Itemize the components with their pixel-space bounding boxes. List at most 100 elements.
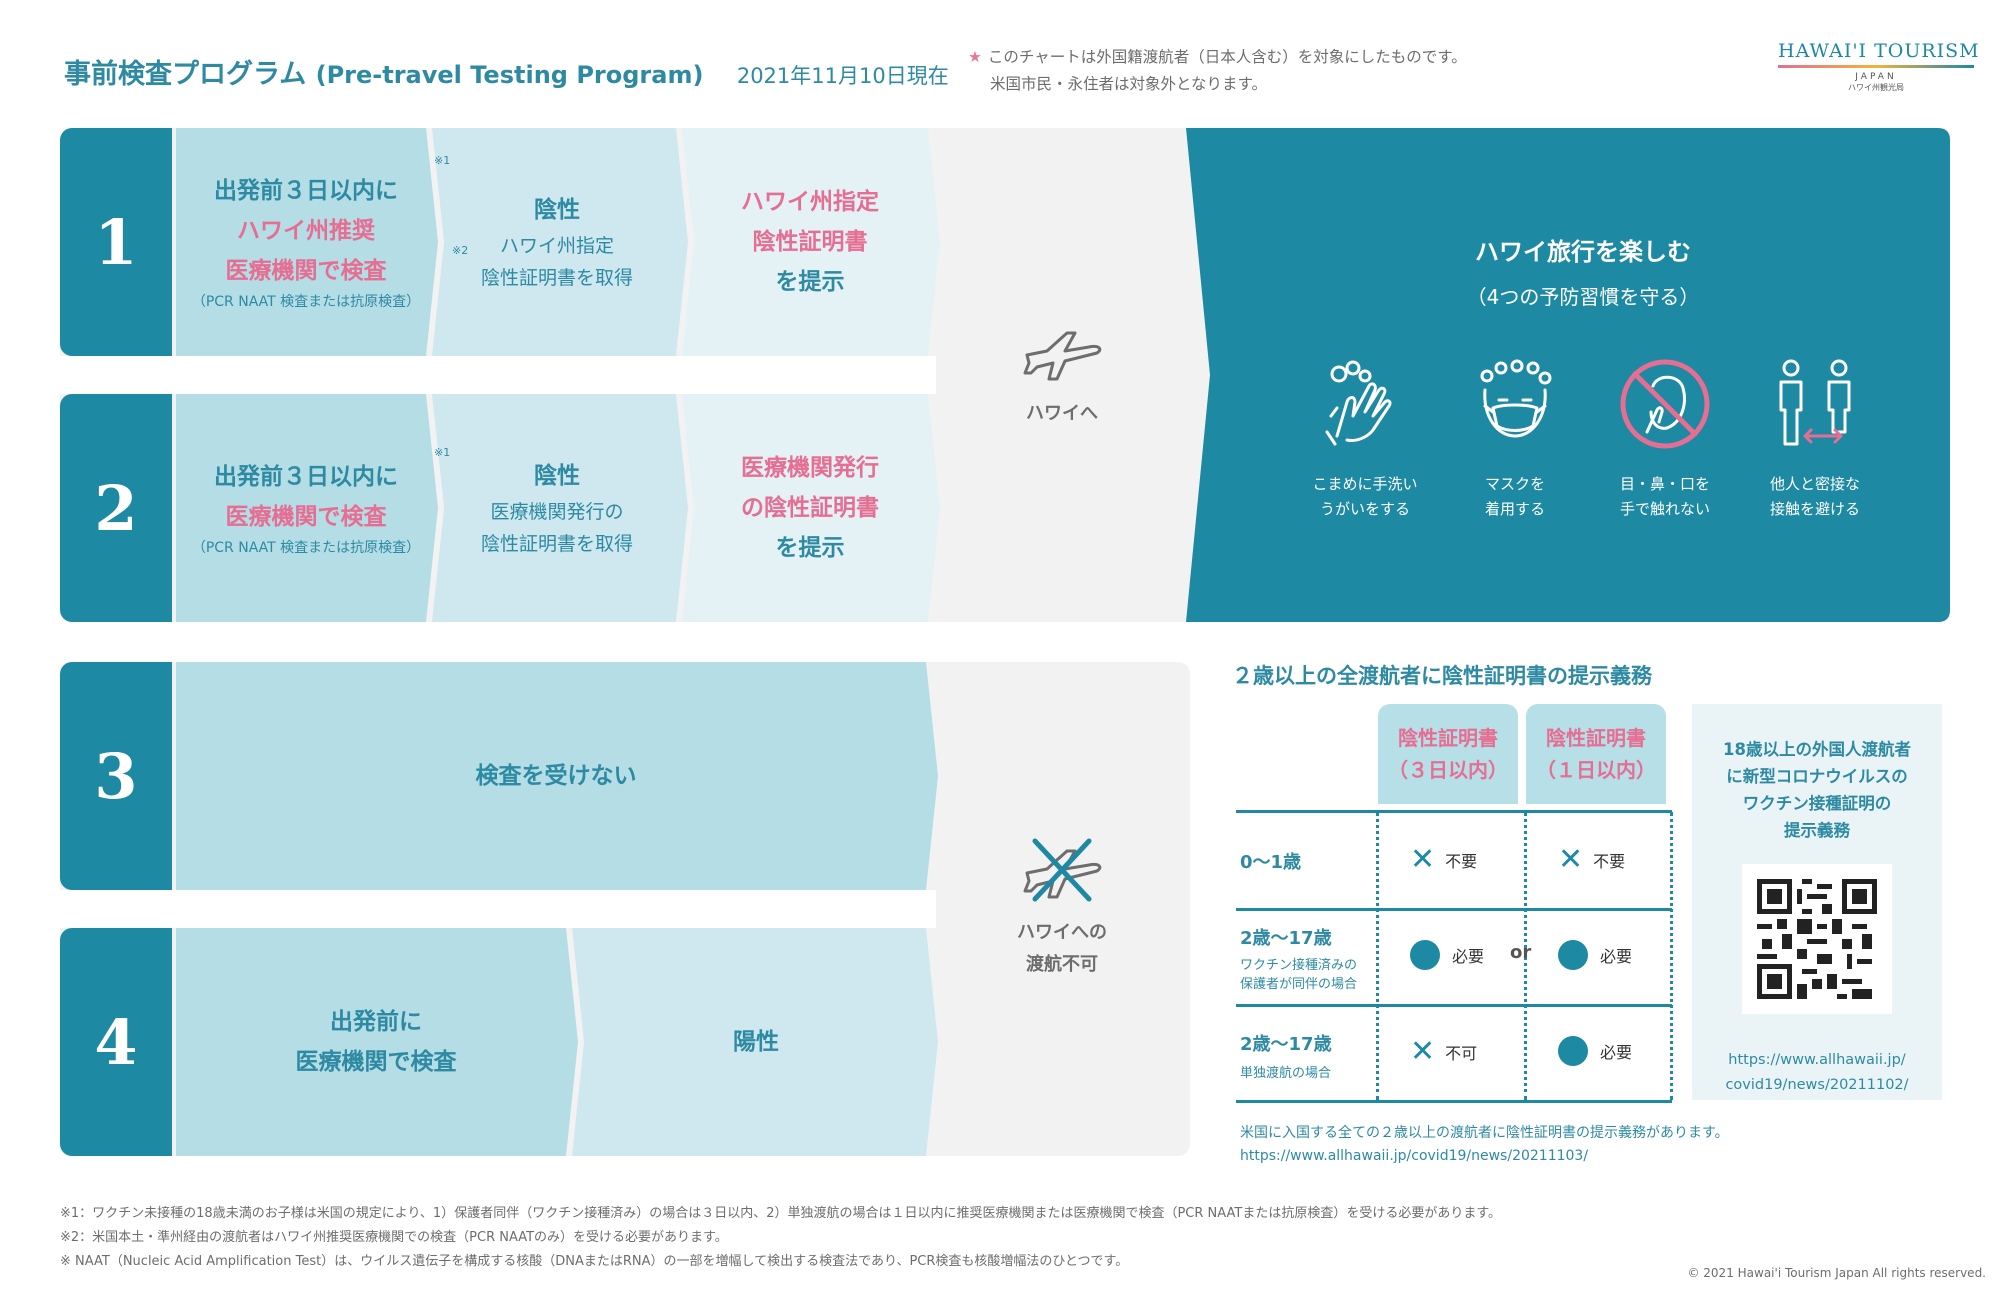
req-status: 不要 — [1593, 852, 1626, 871]
habit-label: 手で触れない — [1619, 500, 1710, 518]
vaccine-url[interactable]: https://www.allhawaii.jp/ — [1728, 1052, 1906, 1068]
req-cell: ✕ 不要 — [1558, 845, 1626, 875]
req-header-1day: 陰性証明書 （１日以内） — [1526, 704, 1666, 804]
table-divider — [1376, 812, 1379, 1100]
habit-handwash: こまめに手洗い うがいをする — [1290, 356, 1440, 522]
habit-label: 他人と密接な — [1769, 475, 1860, 493]
req-cell: ✕ 不可 — [1410, 1034, 1477, 1069]
table-line — [1236, 810, 1672, 813]
note-text: 米国に入国する全ての２歳以上の渡航者に陰性証明書の提示義務があります。 — [1240, 1125, 1729, 1141]
stage-text: 出発前３日以内に — [214, 178, 398, 204]
stage-text: 出発前に — [330, 1009, 422, 1035]
note-link[interactable]: https://www.allhawaii.jp/covid19/news/20… — [1240, 1148, 1589, 1164]
req-cell: ✕ 不要 — [1410, 842, 1478, 877]
star-icon: ★ — [968, 48, 982, 66]
row-3-chevron — [176, 662, 938, 890]
header-line: 陰性証明書 — [1546, 726, 1646, 750]
title-ja: 事前検査プログラム — [64, 59, 307, 90]
stage-text: を提示 — [775, 535, 845, 561]
age-sub: 単独渡航の場合 — [1240, 1066, 1332, 1081]
row-1-chevrons — [176, 128, 940, 356]
stage-highlight: 医療機関で検査 — [225, 504, 387, 530]
stage-highlight: 医療機関発行 — [741, 455, 879, 481]
flow-row-4: 4 出発前に 医療機関で検査 陽性 — [60, 928, 940, 1156]
cross-icon: ✕ — [1410, 842, 1436, 877]
row-2-stage-test: ※1 出発前３日以内に 医療機関で検査 （PCR NAAT 検査または抗原検査） — [176, 394, 450, 622]
to-hawaii-column: ハワイへ — [934, 128, 1190, 622]
vaccine-url[interactable]: covid19/news/20211102/ — [1725, 1077, 1909, 1093]
row-4-stage-test: 出発前に 医療機関で検査 — [176, 928, 576, 1156]
stage-note: （PCR NAAT 検査または抗原検査） — [191, 540, 421, 556]
stage-head: 陰性 — [534, 197, 580, 223]
qr-code[interactable] — [1742, 864, 1892, 1014]
mask-icon — [1480, 359, 1552, 438]
no-travel-line: 渡航不可 — [1026, 954, 1098, 975]
stage-text: 検査を受けない — [475, 763, 637, 789]
vaccine-box: 18歳以上の外国人渡航者 に新型コロナウイルスの ワクチン接種証明の 提示義務 … — [1692, 704, 1942, 1100]
stage-text: 医療機関発行の — [490, 501, 624, 523]
vaccine-line: ワクチン接種証明の — [1742, 794, 1892, 813]
target-note: ★このチャートは外国籍渡航者（日本人含む）を対象にしたものです。 米国市民・永住… — [968, 44, 1467, 98]
stage-text: 陰性証明書を取得 — [480, 533, 633, 555]
vaccine-line: に新型コロナウイルスの — [1726, 767, 1908, 786]
req-status: 不要 — [1445, 852, 1478, 871]
stage-text: 陽性 — [733, 1029, 779, 1055]
habit-mask: マスクを 着用する — [1440, 356, 1590, 522]
age-sub: ワクチン接種済みの — [1240, 958, 1358, 973]
habit-label: マスクを — [1484, 475, 1545, 493]
note-line-2: 米国市民・永住者は対象外となります。 — [990, 75, 1267, 93]
req-status: 必要 — [1452, 947, 1485, 966]
stage-highlight: ハワイ州推奨 — [237, 218, 375, 244]
header-line: 陰性証明書 — [1398, 726, 1498, 750]
no-travel-line: ハワイへの — [1017, 922, 1107, 943]
vaccine-line: 18歳以上の外国人渡航者 — [1723, 740, 1911, 759]
handwash-icon — [1325, 360, 1392, 446]
flow-row-1: 1 ※1 ※2 出発前３日以内に ハワイ州推奨 医療機関で検査 （PCR NAA… — [60, 128, 1950, 356]
table-divider — [1670, 812, 1673, 1100]
req-cell: 必要 — [1410, 940, 1484, 970]
copyright: © 2021 Hawai'i Tourism Japan All rights … — [1687, 1266, 1986, 1280]
stage-text: 陰性証明書を取得 — [480, 267, 633, 289]
stage-highlight: 医療機関で検査 — [225, 258, 387, 284]
enjoy-subtitle: （4つの予防習慣を守る） — [1466, 285, 1700, 309]
cross-icon: ✕ — [1410, 1034, 1436, 1069]
hawaii-tourism-logo: HAWAI'I TOURISM JAPAN ハワイ州観光局 — [1778, 40, 1979, 112]
row-4-stage-positive: 陽性 — [576, 928, 936, 1156]
age-label: 2歳〜17歳 — [1240, 1034, 1332, 1055]
req-status: 必要 — [1600, 947, 1633, 966]
stage-head: 陰性 — [534, 463, 580, 489]
step-number-3: 3 — [60, 662, 172, 890]
stage-text: ハワイ州指定 — [499, 235, 614, 257]
or-label: or — [1510, 942, 1532, 963]
habit-distance: 他人と密接な 接触を避ける — [1740, 356, 1890, 522]
stage-text: 出発前３日以内に — [214, 464, 398, 490]
step-number-4: 4 — [60, 928, 172, 1156]
white-gap — [60, 890, 936, 928]
habit-label: こまめに手洗い — [1312, 475, 1418, 493]
header-line: （１日以内） — [1536, 758, 1656, 782]
enjoy-title: ハワイ旅行を楽しむ — [1475, 238, 1691, 266]
title-en: (Pre-travel Testing Program) — [315, 61, 704, 89]
step-number-1: 1 — [60, 128, 172, 356]
req-row-age: 0〜1歳 — [1240, 852, 1302, 873]
req-cell: 必要 — [1558, 1036, 1632, 1066]
req-cell: 必要 — [1558, 940, 1632, 970]
age-sub: 保護者が同伴の場合 — [1240, 977, 1358, 992]
no-airplane-icon — [1023, 838, 1102, 902]
step-number-2: 2 — [60, 394, 172, 622]
habit-label: 接触を避ける — [1769, 500, 1860, 518]
no-touch-face-icon — [1620, 359, 1710, 449]
row-2-stage-negative: 陰性 医療機関発行の 陰性証明書を取得 — [432, 394, 682, 622]
header-line: （３日以内） — [1388, 758, 1508, 782]
vaccine-line: 提示義務 — [1784, 821, 1850, 840]
footnote-2: ※2：米国本土・準州経由の渡航者はハワイ州推奨医療機関での検査（PCR NAAT… — [60, 1230, 728, 1245]
req-row-age: 2歳〜17歳 ワクチン接種済みの 保護者が同伴の場合 — [1240, 924, 1357, 992]
flow-row-2: 2 ※1 出発前３日以内に 医療機関で検査 （PCR NAAT 検査または抗原検… — [60, 394, 1950, 622]
stage-highlight: 陰性証明書 — [752, 229, 868, 255]
row-1-stage-present: ハワイ州指定 陰性証明書 を提示 — [682, 128, 938, 356]
habit-label: 着用する — [1484, 500, 1545, 518]
row-3-stage-no-test: 検査を受けない — [176, 662, 936, 890]
distance-icon — [1779, 359, 1851, 446]
table-line — [1236, 908, 1672, 911]
enjoy-panel: ハワイ旅行を楽しむ （4つの予防習慣を守る） — [1216, 232, 1950, 310]
